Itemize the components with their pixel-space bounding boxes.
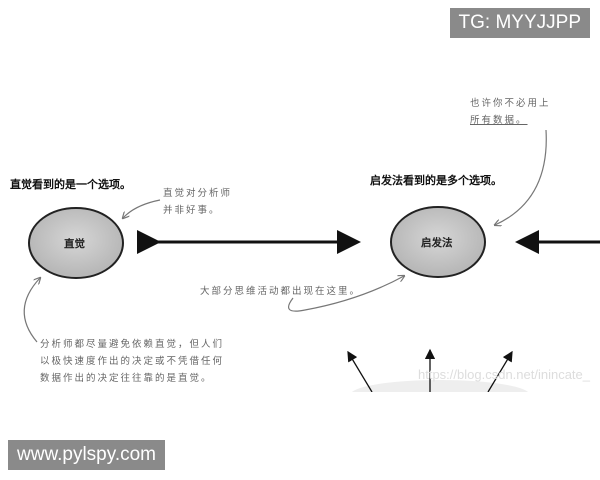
note-line: 直觉对分析师: [163, 188, 233, 199]
top-right-badge: TG: MYYJJPP: [449, 8, 590, 38]
note-arrow: [287, 276, 404, 312]
note-line: 分析师都尽量避免依赖直觉，但人们: [40, 339, 225, 350]
note-line: 数据作出的决定往往靠的是直觉。: [40, 373, 213, 384]
bottom-left-badge: www.pylspy.com: [8, 440, 166, 470]
note-arrow: [495, 129, 547, 225]
intuition-node: [28, 207, 124, 279]
note-not-all-data: 也许你不必用上 所有数据。: [470, 95, 551, 129]
note-analysts-avoid: 分析师都尽量避免依赖直觉，但人们 以极快速度作出的决定或不凭借任何 数据作出的决…: [40, 336, 224, 387]
left-title: 直觉看到的是一个选项。: [10, 178, 131, 191]
note-arrow: [123, 199, 161, 218]
outgoing-arrow: [487, 350, 513, 393]
note-arrow: [23, 278, 40, 343]
intuition-label: 直觉: [64, 238, 85, 250]
right-title: 启发法看到的是多个选项。: [370, 174, 502, 187]
watermark: https://blog.csdn.net/inincate_: [418, 367, 591, 382]
heuristics-label: 启发法: [421, 237, 453, 249]
note-line: 也许你不必用上: [470, 98, 551, 109]
note-line: 并非好事。: [163, 205, 221, 216]
note-intuition-bad: 直觉对分析师 并非好事。: [163, 185, 232, 219]
note-line: 所有数据。: [470, 115, 528, 126]
note-most-thinking: 大部分思维活动都出现在这里。: [200, 286, 362, 297]
heuristics-node: [390, 206, 486, 278]
outgoing-arrow: [347, 350, 373, 393]
note-line: 以极快速度作出的决定或不凭借任何: [40, 356, 225, 367]
